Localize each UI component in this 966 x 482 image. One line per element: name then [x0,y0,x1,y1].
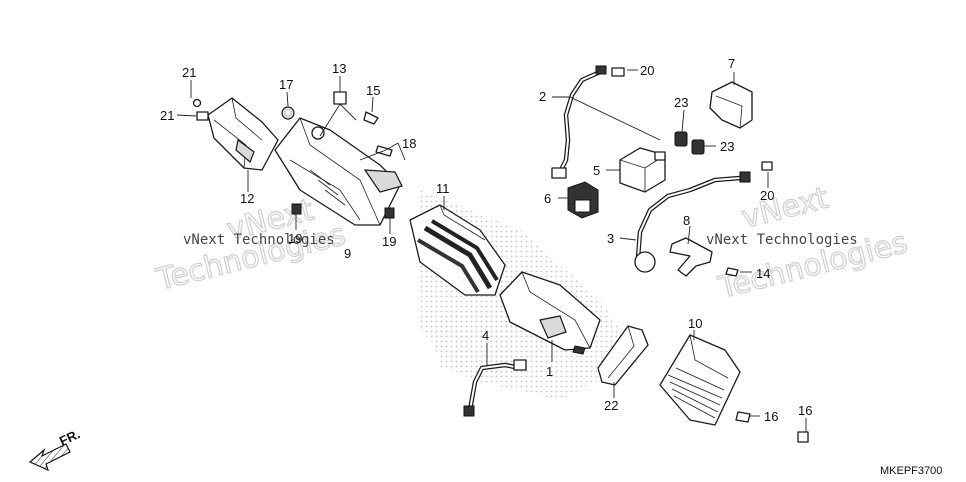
callout-18: 18 [402,136,416,151]
callout-4: 4 [482,328,489,343]
bolt-15 [363,111,379,125]
callout-23: 23 [720,139,734,154]
callout-2: 2 [539,89,546,104]
callout-3: 3 [607,231,614,246]
arrow-icon [28,443,71,472]
callout-21: 21 [160,108,174,123]
bolt-20a [611,67,625,77]
watermark-left: Technologies vNext vNext Technologies [152,192,350,299]
part-12-cover [207,97,279,171]
bolt-14 [725,267,739,277]
bolt-16b [797,431,809,443]
part-10-regulator [659,334,741,426]
part-1-box [499,271,601,355]
bolt-20b [761,161,773,171]
callout-13: 13 [332,61,346,76]
part-6-holder [567,181,599,219]
callout-16: 16 [798,403,812,418]
part-5-relay [619,147,666,193]
watermark-right: Technologies vNext vNext Technologies [706,180,912,307]
callout-11: 11 [436,181,450,196]
part-9-box [274,117,403,226]
wire-4 [463,359,527,417]
callout-17: 17 [279,77,293,92]
callout-19: 19 [288,231,302,246]
callout-numbers: 21 21 17 13 15 18 12 19 19 9 11 1 4 22 1… [160,56,812,424]
watermark-text: vNext Technologies [706,232,858,248]
callout-1: 1 [546,364,553,379]
leader-lines [176,69,807,432]
svg-text:vNext: vNext [738,181,832,236]
wire-2 [551,65,607,179]
clip-19a [291,203,302,215]
front-label: FR. [57,426,82,448]
callout-15: 15 [366,83,380,98]
bolt-16a [735,411,751,423]
callout-22: 22 [604,398,618,413]
bolt-21b [196,111,209,121]
callout-19: 19 [382,234,396,249]
bolt-21a [192,98,202,108]
part-23-fuse-b [691,139,705,155]
watermark-text: vNext Technologies [183,232,335,248]
front-arrow: FR. [28,426,82,472]
callout-9: 9 [344,246,351,261]
callout-10: 10 [688,316,702,331]
part-23-fuse-a [674,131,688,147]
callout-5: 5 [593,163,600,178]
callout-20: 20 [640,63,654,78]
part-11-module [409,204,506,296]
callout-12: 12 [240,191,254,206]
clip-13 [333,91,347,105]
callout-6: 6 [544,191,551,206]
callout-20: 20 [760,188,774,203]
diagram-code: MKEPF3700 [880,465,942,477]
callout-16: 16 [764,409,778,424]
callout-23: 23 [674,95,688,110]
clip-19b [384,207,395,219]
callout-14: 14 [756,266,770,281]
callout-21: 21 [182,65,196,80]
callout-8: 8 [683,213,690,228]
part-22-bracket [597,325,649,386]
fasteners [192,67,809,443]
part-8-bracket [669,237,713,277]
callout-7: 7 [728,56,735,71]
wire-3 [634,171,751,273]
part-7-cap [709,81,753,129]
